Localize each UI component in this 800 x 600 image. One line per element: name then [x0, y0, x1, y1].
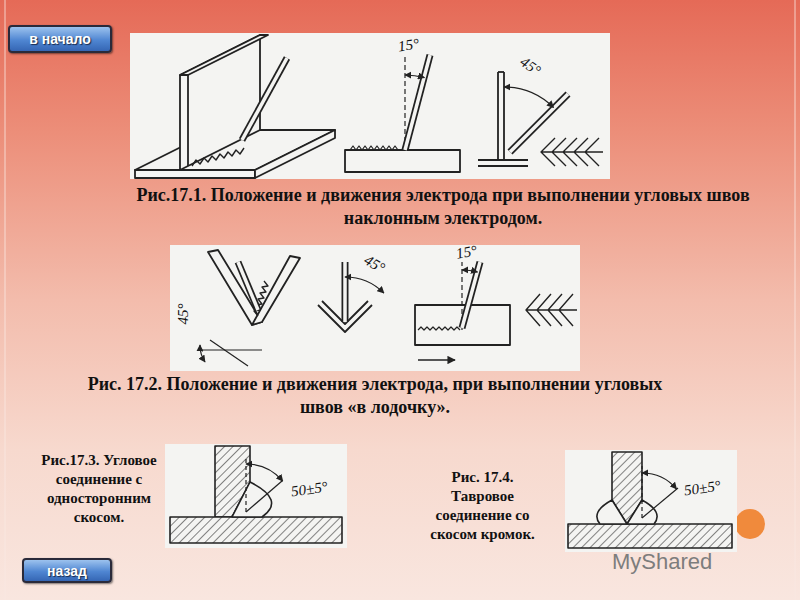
figure-17-4 [642, 473, 677, 489]
logo-circle [735, 509, 765, 539]
figure-17-1 [192, 148, 244, 166]
figure-17-2 [526, 294, 577, 326]
figure-17-2 [252, 256, 300, 325]
figure-17-1 [405, 55, 430, 150]
figure-17-3 [170, 517, 342, 543]
figure-17-2 [208, 250, 262, 325]
figure-17-2 [418, 327, 460, 330]
angle-dimension: 45° [175, 304, 191, 325]
angle-dimension: 45° [361, 252, 387, 276]
nav-button: в начало [8, 25, 112, 53]
figure-17-1 [405, 75, 424, 78]
figure-17-4 [642, 466, 678, 518]
figure-17-3 [165, 444, 347, 548]
slide-frame [795, 0, 796, 600]
figure-17-1 [350, 146, 398, 150]
angle-dimension: 15° [397, 36, 420, 55]
figure-17-2 [462, 262, 480, 328]
figure-17-1 [187, 75, 189, 166]
figure-17-2 [170, 245, 580, 371]
figure-17-2 [170, 245, 580, 371]
figure-17-4 [642, 488, 678, 518]
slide-frame [5, 0, 6, 600]
figure-17-3 [246, 464, 283, 481]
figure-17-2 [238, 262, 258, 310]
figure-17-3 [246, 458, 283, 512]
slide-frame [5, 0, 795, 600]
angle-dimension: 50±5° [683, 478, 722, 499]
figure-17-1 [180, 35, 268, 75]
figure-17-1 [405, 55, 430, 150]
figure-17-3 [246, 481, 282, 512]
figure-17-1 [503, 72, 505, 160]
figure-17-1 [255, 130, 335, 178]
figure-17-2 [210, 340, 248, 366]
figure-17-1 [498, 71, 504, 73]
figure-17-1 [130, 33, 610, 179]
angle-dimension: 50±5° [290, 479, 329, 500]
button-label: назад [47, 563, 87, 579]
figure-caption: Рис.17.3. Угловое соединение с односторо… [38, 451, 160, 527]
figure-17-3 [232, 482, 272, 517]
figure-17-4 [565, 450, 737, 552]
watermark: MyShared [612, 550, 712, 574]
figure-17-1 [478, 165, 528, 167]
figure-17-4 [565, 450, 737, 552]
figure-17-1 [478, 159, 528, 161]
figure-17-1 [510, 94, 568, 152]
figure-17-2 [462, 270, 478, 272]
figure-17-1 [130, 33, 610, 179]
figure-17-1 [242, 58, 287, 140]
figure-caption: Рис. 17.2. Положение и движения электрод… [75, 373, 675, 419]
figure-17-2 [343, 262, 347, 322]
button-label: в начало [29, 31, 91, 47]
figure-17-1 [497, 72, 499, 160]
figure-17-2 [418, 359, 455, 360]
figure-17-1 [510, 94, 568, 152]
figure-17-4 [568, 524, 732, 548]
figure-17-2 [238, 262, 258, 310]
figure-17-2 [198, 349, 262, 350]
figure-17-3 [245, 458, 246, 512]
figure-caption: Рис. 17.4. Тавровое соединение со скосом… [420, 468, 545, 544]
figure-17-1 [135, 170, 255, 178]
figure-17-2 [345, 277, 384, 293]
figure-caption: Рис.17.1. Положение и движения электрода… [118, 184, 768, 230]
figure-17-1 [242, 58, 287, 140]
nav-button: назад [22, 558, 112, 583]
angle-dimension: 45° [517, 53, 543, 78]
figure-17-1 [504, 87, 554, 108]
figure-17-2 [462, 262, 480, 328]
angle-dimension: 15° [455, 242, 478, 261]
figure-17-4 [641, 466, 642, 518]
figure-17-1 [345, 150, 460, 172]
figure-17-1 [541, 138, 603, 166]
figure-17-4 [597, 500, 627, 524]
figure-17-2 [342, 262, 349, 322]
figure-17-3 [165, 444, 347, 548]
figure-17-2 [200, 345, 205, 362]
